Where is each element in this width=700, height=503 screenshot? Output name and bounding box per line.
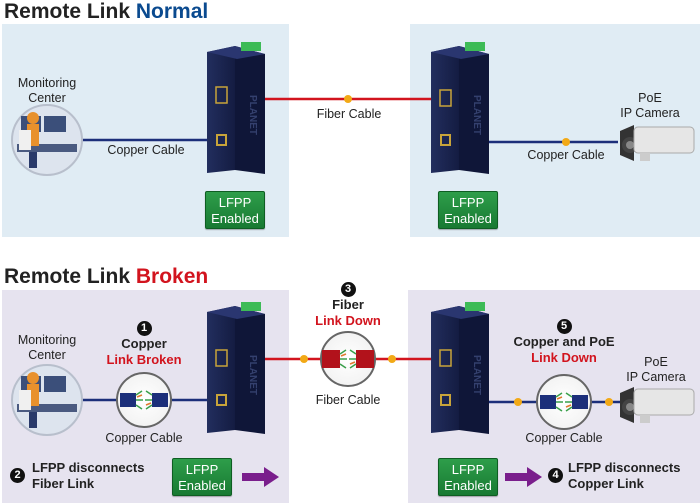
lfpp-line: Enabled <box>444 478 492 493</box>
arrow-right-icon <box>242 467 279 487</box>
media-converter-device: PLANET <box>207 302 265 434</box>
media-converter-device: PLANET <box>431 302 489 434</box>
step-2-callout: 2 LFPP disconnects Fiber Link <box>10 460 160 492</box>
step-title: Fiber <box>332 297 364 313</box>
ip-camera-label: PoE IP Camera <box>614 91 686 121</box>
label-line: Monitoring <box>17 76 77 90</box>
broken-fiber-cable-icon <box>320 331 376 387</box>
step-5-callout: 5 Copper and PoE Link Down <box>508 318 620 366</box>
step-title: Copper and PoE <box>513 334 615 350</box>
lfpp-line: LFPP <box>185 462 219 477</box>
step-3-callout: 3 Fiber Link Down <box>308 281 388 329</box>
lfpp-line: Enabled <box>211 211 259 226</box>
step-text-line: Fiber Link <box>32 476 95 491</box>
label-line: PoE <box>638 91 662 105</box>
fiber-connector-dot <box>344 95 352 103</box>
step-text-line: LFPP disconnects <box>568 460 681 475</box>
step-text-line: Copper Link <box>568 476 644 491</box>
ip-camera-icon <box>620 387 695 423</box>
title-prefix: Remote Link <box>4 265 131 288</box>
lfpp-line: LFPP <box>451 195 485 210</box>
fiber-connector-dot <box>388 355 396 363</box>
title-prefix: Remote Link <box>4 0 131 23</box>
fiber-cable-label: Fiber Cable <box>315 393 381 407</box>
step-status: Link Down <box>315 313 381 329</box>
ip-camera-icon <box>620 125 695 161</box>
label-line: PoE <box>644 355 668 369</box>
monitoring-center-icon <box>11 104 83 176</box>
step-1-callout: 1 Copper Link Broken <box>100 320 188 368</box>
lfpp-enabled-badge: LFPP Enabled <box>438 191 498 229</box>
step-number-badge: 2 <box>10 468 25 483</box>
broken-copper-cable-icon <box>116 372 172 428</box>
lfpp-enabled-badge: LFPP Enabled <box>438 458 498 496</box>
arrow-right-icon <box>505 467 542 487</box>
copper-cable-label: Copper Cable <box>105 431 183 445</box>
lfpp-line: LFPP <box>218 195 252 210</box>
step-status: Link Broken <box>106 352 182 368</box>
monitoring-center-icon <box>11 364 83 436</box>
copper-cable-label: Copper Cable <box>527 148 605 162</box>
title-status: Broken <box>135 265 209 288</box>
lfpp-line: Enabled <box>444 211 492 226</box>
svg-text:PLANET: PLANET <box>247 355 258 395</box>
label-line: Monitoring <box>17 333 77 347</box>
step-number-badge: 1 <box>136 321 152 337</box>
lfpp-line: Enabled <box>178 478 226 493</box>
fiber-cable-label: Fiber Cable <box>316 107 382 121</box>
svg-text:PLANET: PLANET <box>247 95 258 135</box>
lfpp-line: LFPP <box>451 462 485 477</box>
svg-text:PLANET: PLANET <box>471 95 482 135</box>
step-number-badge: 3 <box>340 282 356 298</box>
lfpp-enabled-badge: LFPP Enabled <box>172 458 232 496</box>
label-line: Center <box>28 91 66 105</box>
ip-camera-label: PoE IP Camera <box>620 355 692 385</box>
media-converter-device: PLANET <box>207 42 265 174</box>
copper-cable-label: Copper Cable <box>525 431 603 445</box>
section-title-normal: Remote Link Normal <box>4 0 208 24</box>
section-title-broken: Remote Link Broken <box>4 265 208 289</box>
fiber-connector-dot <box>300 355 308 363</box>
monitoring-center-label: Monitoring Center <box>12 333 82 363</box>
step-4-callout: 4 LFPP disconnects Copper Link <box>548 460 698 492</box>
title-status: Normal <box>135 0 209 23</box>
media-converter-device: PLANET <box>431 42 489 174</box>
label-line: IP Camera <box>620 106 680 120</box>
lfpp-enabled-badge: LFPP Enabled <box>205 191 265 229</box>
poe-connector-dot <box>605 398 613 406</box>
step-number-badge: 5 <box>556 319 572 335</box>
monitoring-center-label: Monitoring Center <box>12 76 82 106</box>
copper-cable-label: Copper Cable <box>107 143 185 157</box>
poe-connector-dot <box>562 138 570 146</box>
label-line: IP Camera <box>626 370 686 384</box>
step-text-line: LFPP disconnects <box>32 460 145 475</box>
step-title: Copper <box>121 336 167 352</box>
step-number-badge: 4 <box>548 468 563 483</box>
label-line: Center <box>28 348 66 362</box>
svg-text:PLANET: PLANET <box>471 355 482 395</box>
poe-connector-dot <box>514 398 522 406</box>
step-status: Link Down <box>531 350 597 366</box>
broken-copper-cable-icon <box>536 374 592 430</box>
